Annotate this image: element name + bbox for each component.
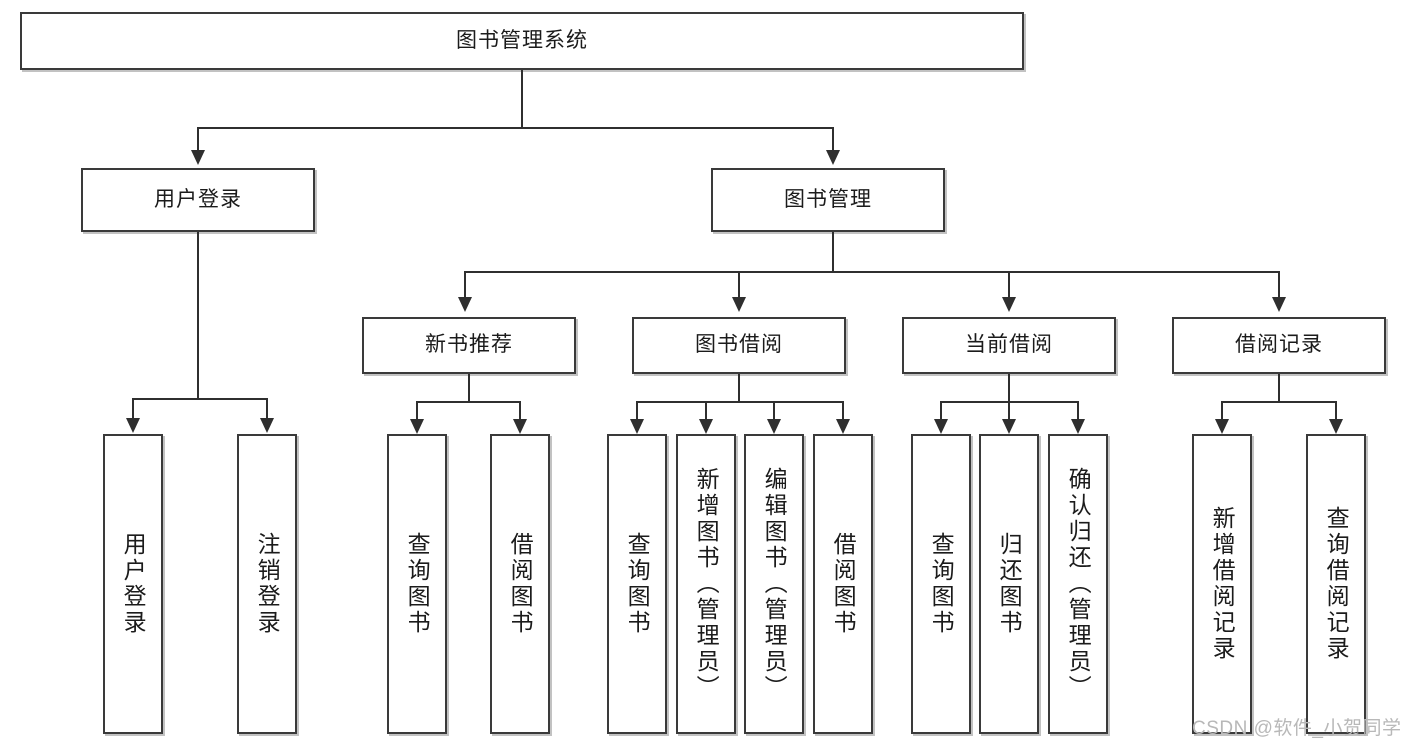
node-label: 查询图书	[624, 532, 651, 636]
arrowhead-book-manage	[826, 150, 840, 165]
node-label: 借阅图书	[830, 532, 857, 636]
edge-new-book-trunk	[468, 374, 470, 402]
edge-current-borrow-leaf-2	[1077, 401, 1079, 421]
csdn-watermark: CSDN @软件_小贺同学	[1192, 718, 1402, 739]
node-label: 用户登录	[120, 532, 147, 636]
node-book-manage[interactable]: 图书管理	[711, 168, 945, 232]
edge-book-manage-to-l3-3	[1278, 271, 1280, 299]
node-label: 查询借阅记录	[1323, 506, 1350, 662]
edge-book-manage-trunk	[832, 232, 834, 272]
edge-book-borrow-trunk	[738, 374, 740, 402]
edge-book-borrow-leaf-0	[636, 401, 638, 421]
edge-user-login-leaf-0	[132, 398, 134, 420]
edge-book-manage-to-l3-1	[738, 271, 740, 299]
edge-current-borrow-leaf-0	[940, 401, 942, 421]
arrowhead-l3-3	[1272, 297, 1286, 312]
node-label: 图书管理	[784, 187, 872, 211]
edge-new-book-leaf-0	[416, 401, 418, 421]
arrowhead-current-borrow-leaf-1	[1002, 419, 1016, 434]
leaf-book-borrow-3[interactable]: 借阅图书	[813, 434, 873, 734]
edge-borrow-record-leaf-1	[1335, 401, 1337, 421]
edge-root-to-user-login	[197, 127, 199, 152]
arrowhead-book-borrow-leaf-3	[836, 419, 850, 434]
node-label: 借阅图书	[507, 532, 534, 636]
arrowhead-current-borrow-leaf-0	[934, 419, 948, 434]
node-label: 图书借阅	[695, 333, 783, 357]
edge-borrow-record-bus	[1221, 401, 1336, 403]
node-label: 新增图书（管理员）	[693, 467, 720, 701]
edge-current-borrow-leaf-1	[1008, 401, 1010, 421]
leaf-book-borrow-0[interactable]: 查询图书	[607, 434, 667, 734]
edge-user-login-leaf-1	[266, 398, 268, 420]
edge-book-borrow-leaf-2	[773, 401, 775, 421]
arrowhead-l3-0	[458, 297, 472, 312]
node-root-system[interactable]: 图书管理系统	[20, 12, 1024, 70]
edge-borrow-record-leaf-0	[1221, 401, 1223, 421]
node-label: 确认归还（管理员）	[1065, 467, 1092, 701]
leaf-current-borrow-1[interactable]: 归还图书	[979, 434, 1039, 734]
edge-root-to-book-manage	[832, 127, 834, 152]
edge-book-manage-bus	[464, 271, 1279, 273]
edge-book-borrow-leaf-1	[705, 401, 707, 421]
node-label: 图书管理系统	[456, 28, 588, 52]
edge-book-manage-to-l3-0	[464, 271, 466, 299]
arrowhead-new-book-leaf-1	[513, 419, 527, 434]
edge-book-manage-to-l3-2	[1008, 271, 1010, 299]
edge-current-borrow-trunk	[1008, 374, 1010, 402]
edge-user-login-bus	[132, 398, 266, 400]
leaf-book-borrow-1[interactable]: 新增图书（管理员）	[676, 434, 736, 734]
node-new-book-recommend[interactable]: 新书推荐	[362, 317, 576, 374]
arrowhead-borrow-record-leaf-1	[1329, 419, 1343, 434]
node-current-borrow[interactable]: 当前借阅	[902, 317, 1116, 374]
leaf-new-book-recommend-1[interactable]: 借阅图书	[490, 434, 550, 734]
edge-root-trunk	[521, 70, 523, 128]
edge-book-borrow-leaf-3	[842, 401, 844, 421]
node-borrow-record[interactable]: 借阅记录	[1172, 317, 1386, 374]
node-label: 新增借阅记录	[1209, 506, 1236, 662]
node-label: 编辑图书（管理员）	[761, 467, 788, 701]
leaf-borrow-record-1[interactable]: 查询借阅记录	[1306, 434, 1366, 734]
leaf-borrow-record-0[interactable]: 新增借阅记录	[1192, 434, 1252, 734]
leaf-user-login-1[interactable]: 注销登录	[237, 434, 297, 734]
node-label: 归还图书	[996, 532, 1023, 636]
node-label: 借阅记录	[1235, 333, 1323, 357]
arrowhead-borrow-record-leaf-0	[1215, 419, 1229, 434]
node-label: 查询图书	[928, 532, 955, 636]
edge-new-book-leaf-1	[519, 401, 521, 421]
arrowhead-l3-2	[1002, 297, 1016, 312]
leaf-book-borrow-2[interactable]: 编辑图书（管理员）	[744, 434, 804, 734]
node-label: 当前借阅	[965, 333, 1053, 357]
arrowhead-book-borrow-leaf-1	[699, 419, 713, 434]
node-label: 查询图书	[404, 532, 431, 636]
arrowhead-l3-1	[732, 297, 746, 312]
leaf-user-login-0[interactable]: 用户登录	[103, 434, 163, 734]
leaf-current-borrow-2[interactable]: 确认归还（管理员）	[1048, 434, 1108, 734]
arrowhead-book-borrow-leaf-2	[767, 419, 781, 434]
node-user-login[interactable]: 用户登录	[81, 168, 315, 232]
node-label: 注销登录	[254, 532, 281, 636]
leaf-current-borrow-0[interactable]: 查询图书	[911, 434, 971, 734]
edge-new-book-bus	[416, 401, 520, 403]
leaf-new-book-recommend-0[interactable]: 查询图书	[387, 434, 447, 734]
arrowhead-book-borrow-leaf-0	[630, 419, 644, 434]
arrowhead-user-login	[191, 150, 205, 165]
node-label: 新书推荐	[425, 333, 513, 357]
node-label: 用户登录	[154, 187, 242, 211]
node-book-borrow[interactable]: 图书借阅	[632, 317, 846, 374]
edge-borrow-record-trunk	[1278, 374, 1280, 402]
arrowhead-user-login-leaf-0	[126, 418, 140, 433]
arrowhead-current-borrow-leaf-2	[1071, 419, 1085, 434]
arrowhead-new-book-leaf-0	[410, 419, 424, 434]
arrowhead-user-login-leaf-1	[260, 418, 274, 433]
edge-book-borrow-bus	[636, 401, 843, 403]
edge-user-login-trunk	[197, 232, 199, 399]
edge-root-bus	[197, 127, 834, 129]
